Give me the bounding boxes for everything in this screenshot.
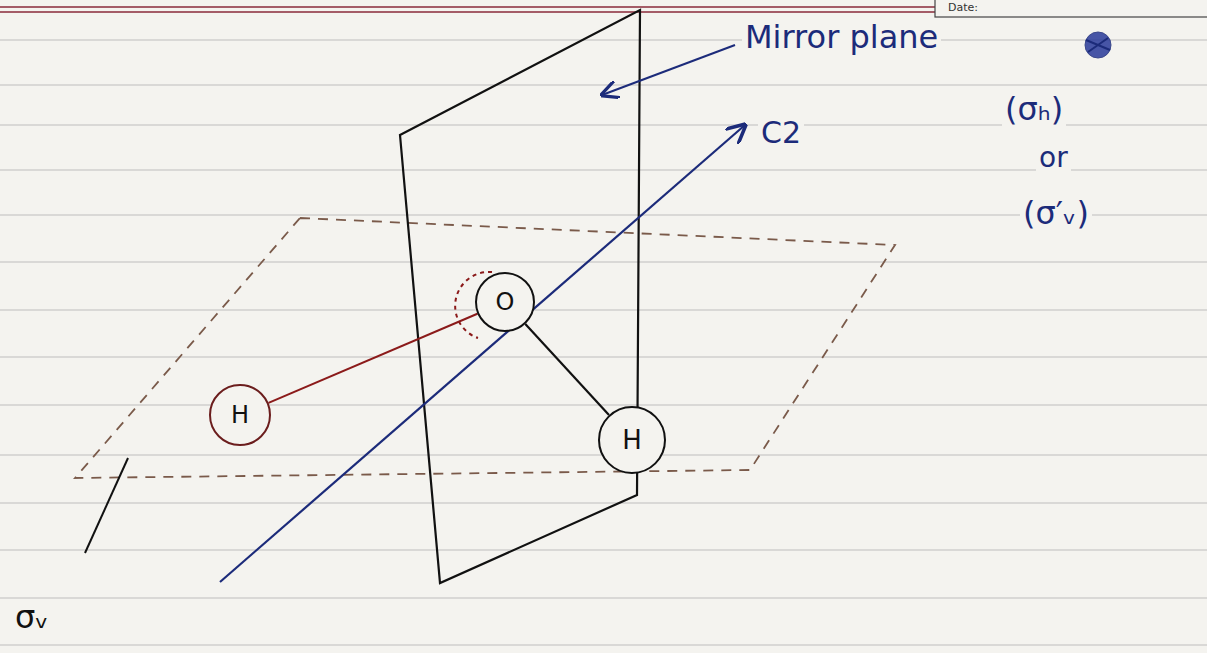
axis-label: C2 <box>758 116 804 149</box>
leader-line <box>85 458 128 553</box>
margin-lines <box>0 7 935 12</box>
ink-scribble <box>1085 32 1111 58</box>
atom-symbol: O <box>496 290 515 314</box>
atom-circle: H <box>598 406 666 474</box>
atom-circle: O <box>475 272 535 332</box>
atom-symbol: H <box>231 403 249 427</box>
symmetry-symbol: (σ′ᵥ) <box>1020 196 1092 231</box>
ruled-lines <box>0 40 1207 645</box>
plane-label: Mirror plane <box>742 20 941 55</box>
symmetry-symbol: (σₕ) <box>1002 92 1066 127</box>
leader-arrow <box>602 45 735 95</box>
sigma-v-plane <box>75 218 895 478</box>
bond-line <box>525 324 609 415</box>
form-field-label: Date: <box>945 2 981 14</box>
atom-circle: H <box>209 384 271 446</box>
mirror-plane <box>400 10 640 583</box>
note-word: or <box>1036 143 1071 174</box>
bond-line <box>269 314 478 403</box>
c2-axis <box>220 125 745 582</box>
atom-symbol: H <box>622 427 642 453</box>
date-box <box>935 0 1207 17</box>
symmetry-symbol: σᵥ <box>12 600 52 635</box>
